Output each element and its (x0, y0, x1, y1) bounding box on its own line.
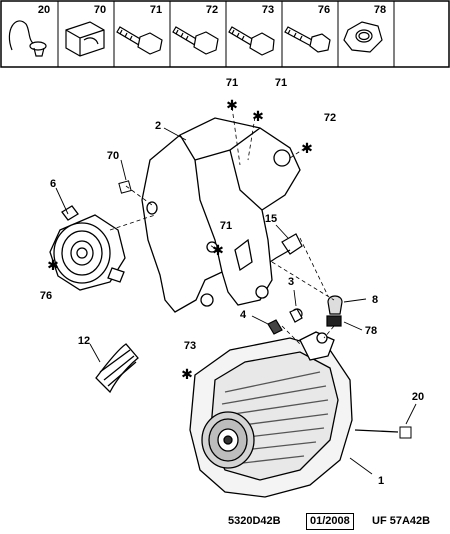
callout-76: 76 (40, 290, 52, 302)
callout-71-right: 71 (275, 77, 287, 89)
drawing-footer: 5320D42B 01/2008 UF 57A42B (0, 513, 450, 531)
drawing-date: 01/2008 (306, 513, 354, 530)
callout-2: 2 (155, 120, 161, 132)
star-icon: ✱ (301, 141, 313, 157)
star-icon: ✱ (181, 367, 193, 383)
header-ref-72: 72 (206, 4, 218, 16)
callout-6: 6 (50, 178, 56, 190)
assembly-lines (109, 106, 335, 345)
callout-3: 3 (288, 276, 294, 288)
spacers (267, 308, 303, 335)
header-parts-strip (0, 0, 450, 68)
stud-bolt (269, 233, 303, 263)
tensioner-pulley (49, 205, 126, 291)
asterisk-markers: ✱ ✱ ✱ ✱ ✱ ✱ (47, 98, 313, 383)
drive-belt (95, 343, 139, 394)
callout-1: 1 (378, 475, 384, 487)
callout-70: 70 (107, 150, 119, 162)
flange-bolt-icon (116, 26, 163, 55)
bush-marker (118, 180, 132, 194)
callout-73: 73 (184, 340, 196, 352)
star-icon: ✱ (47, 258, 59, 274)
star-icon: ✱ (226, 98, 238, 114)
hex-nut-icon (343, 21, 383, 53)
callout-4: 4 (240, 309, 247, 321)
flange-screw-icon (228, 26, 275, 56)
header-ref-73: 73 (262, 4, 274, 16)
callout-8: 8 (372, 294, 378, 306)
callout-20: 20 (412, 391, 424, 403)
header-ref-20: 20 (38, 4, 50, 16)
callout-71-top: 71 (226, 77, 238, 89)
hex-bolt-icon (172, 26, 219, 55)
mounting-bracket (141, 117, 301, 313)
cap-and-nut (326, 295, 343, 327)
star-icon: ✱ (212, 243, 224, 259)
star-icon: ✱ (252, 109, 264, 125)
rubber-bush-icon (65, 21, 105, 57)
header-ref-71: 71 (150, 4, 162, 16)
header-ref-70: 70 (94, 4, 106, 16)
wire-clip-icon (8, 20, 47, 57)
connector-terminal (399, 426, 412, 439)
callout-12: 12 (78, 335, 90, 347)
callout-72: 72 (324, 112, 336, 124)
callout-78: 78 (365, 325, 377, 337)
drawing-reference: 5320D42B (228, 515, 281, 527)
header-ref-78: 78 (374, 4, 386, 16)
leader-lines (55, 127, 417, 475)
callout-15: 15 (265, 213, 277, 225)
socket-screw-icon (284, 26, 331, 53)
header-ref-76: 76 (318, 4, 330, 16)
alternator (189, 331, 399, 498)
callout-71-mid: 71 (220, 220, 232, 232)
uf-reference: UF 57A42B (372, 515, 431, 527)
